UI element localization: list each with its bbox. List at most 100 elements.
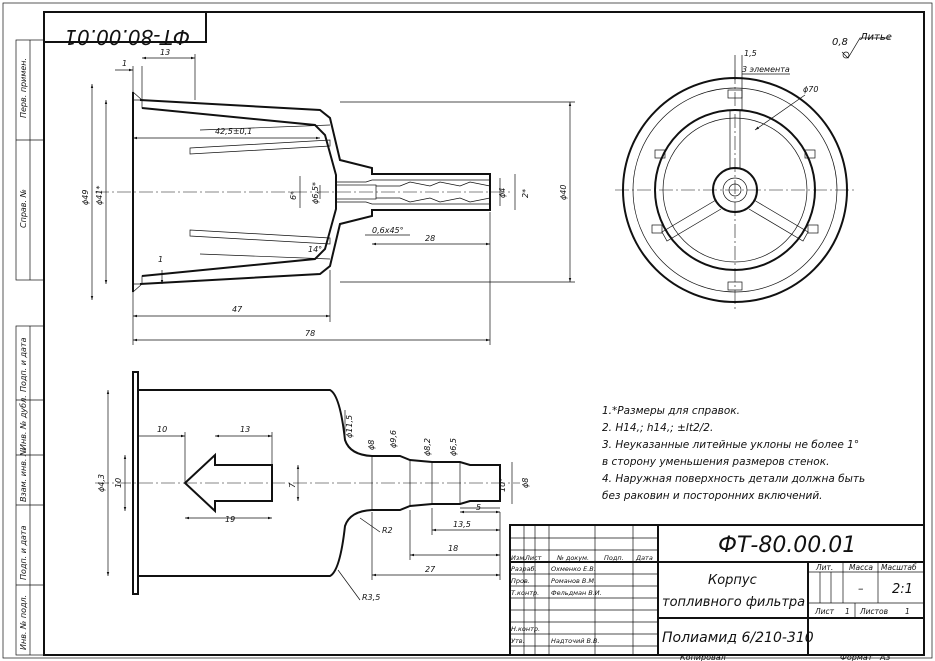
- svg-text:№ докум.: № докум.: [556, 554, 589, 562]
- svg-text:Романов В.М.: Романов В.М.: [551, 577, 596, 585]
- technical-notes: 1.*Размеры для справок. 2. H14,; h14,; ±…: [602, 405, 865, 502]
- svg-text:Фельдман В.И.: Фельдман В.И.: [551, 589, 602, 597]
- svg-text:10°: 10°: [498, 478, 507, 492]
- note-line: 3. Неуказанные литейные уклоны не более …: [602, 439, 859, 451]
- svg-text:1: 1: [158, 255, 163, 264]
- section-wall-top: [132, 91, 491, 183]
- svg-text:Разраб.: Разраб.: [511, 565, 537, 573]
- svg-text:27: 27: [425, 565, 436, 574]
- strip-label-0: Перв. примен.: [19, 58, 28, 118]
- svg-text:ϕ41*: ϕ41*: [95, 186, 104, 205]
- svg-text:13: 13: [240, 425, 250, 434]
- svg-text:3 элемента: 3 элемента: [742, 65, 790, 74]
- title-block: ФТ-80.00.01 Корпус топливного фильтра По…: [509, 524, 925, 656]
- svg-text:Оxменко Е.В.: Оxменко Е.В.: [551, 565, 596, 573]
- strip-label-6: Инв. № подл.: [19, 595, 28, 650]
- svg-text:6*: 6*: [289, 191, 298, 200]
- svg-text:19: 19: [225, 515, 235, 524]
- svg-text:Надточий В.В.: Надточий В.В.: [551, 637, 600, 645]
- svg-text:ϕ9,6: ϕ9,6: [389, 430, 398, 448]
- svg-text:ϕ70: ϕ70: [803, 85, 818, 94]
- stamp-sheet-label: Лист: [814, 607, 835, 616]
- inner-frame: [43, 11, 925, 656]
- svg-text:28: 28: [425, 234, 435, 243]
- svg-text:1,5: 1,5: [744, 49, 757, 58]
- svg-text:42,5±0,1: 42,5±0,1: [215, 127, 252, 136]
- svg-text:Утв.: Утв.: [511, 637, 525, 645]
- stamp-material: Полиамид 6/210-310: [662, 630, 814, 646]
- svg-text:Т.контр.: Т.контр.: [511, 589, 539, 597]
- end-view-dimensions: 1,5 3 элемента ϕ70: [734, 49, 818, 131]
- stamp-name-1: Корпус: [708, 573, 757, 588]
- stamp-mass-value: –: [858, 582, 864, 595]
- svg-text:13: 13: [160, 48, 170, 57]
- svg-text:Н.контр.: Н.контр.: [511, 625, 540, 633]
- svg-text:ϕ40: ϕ40: [559, 185, 568, 200]
- stamp-lit: Лит.: [815, 563, 833, 572]
- rotated-designation: ФТ-80.00.01: [43, 11, 207, 49]
- svg-text:ϕ8: ϕ8: [521, 478, 530, 488]
- strip-label-4: Взам. инв. №: [19, 448, 28, 502]
- svg-text:1: 1: [122, 59, 127, 68]
- svg-text:ϕ6,5: ϕ6,5: [449, 438, 458, 456]
- stamp-scale-value: 2:1: [892, 582, 913, 597]
- strip-label-5: Подп. и дата: [19, 525, 28, 580]
- svg-text:Лист: Лист: [524, 554, 542, 562]
- svg-text:0,6x45°: 0,6x45°: [372, 226, 404, 235]
- svg-text:10: 10: [157, 425, 167, 434]
- svg-text:ϕ49: ϕ49: [81, 190, 90, 205]
- external-view: [95, 371, 520, 595]
- svg-text:ϕ6,5*: ϕ6,5*: [311, 182, 320, 204]
- svg-text:18: 18: [448, 544, 458, 553]
- svg-text:Пров.: Пров.: [511, 577, 530, 585]
- svg-text:Дата: Дата: [635, 554, 653, 562]
- svg-text:Подп.: Подп.: [604, 554, 624, 562]
- svg-text:2*: 2*: [521, 189, 530, 198]
- svg-text:78: 78: [305, 329, 315, 338]
- svg-text:13,5: 13,5: [453, 520, 471, 529]
- format-label: Формат: [840, 653, 873, 661]
- left-strip: Перв. примен. Справ. № Подп. и дата Инв.…: [15, 39, 45, 656]
- svg-text:ϕ4,3: ϕ4,3: [97, 474, 106, 492]
- external-dimensions: 10 13 ϕ4,3 10 7 19 ϕ11,5 ϕ8 ϕ9,6 ϕ8,2 ϕ6…: [97, 390, 530, 602]
- svg-text:47: 47: [232, 305, 243, 314]
- svg-text:R2: R2: [382, 526, 393, 535]
- svg-text:Литье: Литье: [859, 32, 892, 43]
- stamp-name-2: топливного фильтра: [662, 595, 805, 610]
- svg-text:14°: 14°: [308, 245, 322, 254]
- svg-text:ФТ-80.00.01: ФТ-80.00.01: [64, 25, 190, 49]
- stamp-designation: ФТ-80.00.01: [718, 533, 856, 558]
- svg-text:0,8: 0,8: [832, 37, 848, 48]
- svg-text:ϕ4: ϕ4: [498, 188, 507, 198]
- copied-label: Копировал: [680, 653, 726, 661]
- svg-text:Изм.: Изм.: [511, 554, 526, 562]
- section-dimensions: 1 13 42,5±0,1 ϕ49 ϕ41* 6* ϕ6,5* ϕ4 2* ϕ4…: [81, 48, 575, 345]
- stamp-mass: Масса: [849, 563, 873, 572]
- strip-label-3: Инв. № дубл.: [19, 395, 28, 450]
- note-line: 1.*Размеры для справок.: [602, 405, 740, 417]
- svg-text:ϕ8: ϕ8: [367, 440, 376, 450]
- note-line: 4. Наружная поверхность детали должна бы…: [602, 473, 865, 485]
- stamp-sheet-no: 1: [845, 607, 850, 616]
- stamp-sheets-label: Листов: [859, 607, 888, 616]
- note-line: в сторону уменьшения размеров стенок.: [602, 456, 829, 468]
- surface-roughness: 0,8 Литье: [832, 32, 892, 59]
- svg-text:R3,5: R3,5: [362, 593, 380, 602]
- format-value: A3: [879, 653, 891, 661]
- note-line: 2. H14,; h14,; ±It2/2.: [602, 422, 713, 434]
- svg-text:5: 5: [476, 503, 481, 512]
- svg-text:7: 7: [288, 482, 297, 488]
- end-view: [615, 70, 855, 310]
- section-view: [95, 91, 510, 293]
- svg-text:ϕ11,5: ϕ11,5: [345, 415, 354, 438]
- strip-label-1: Справ. №: [19, 189, 28, 228]
- svg-text:10: 10: [114, 478, 123, 488]
- flow-arrow: [183, 452, 273, 514]
- note-line: без раковин и посторонних включений.: [602, 490, 823, 502]
- stamp-scale: Масштаб: [881, 563, 917, 572]
- svg-text:ϕ8,2: ϕ8,2: [423, 438, 432, 456]
- strip-label-2: Подп. и дата: [19, 337, 28, 392]
- stamp-sheets-no: 1: [905, 607, 910, 616]
